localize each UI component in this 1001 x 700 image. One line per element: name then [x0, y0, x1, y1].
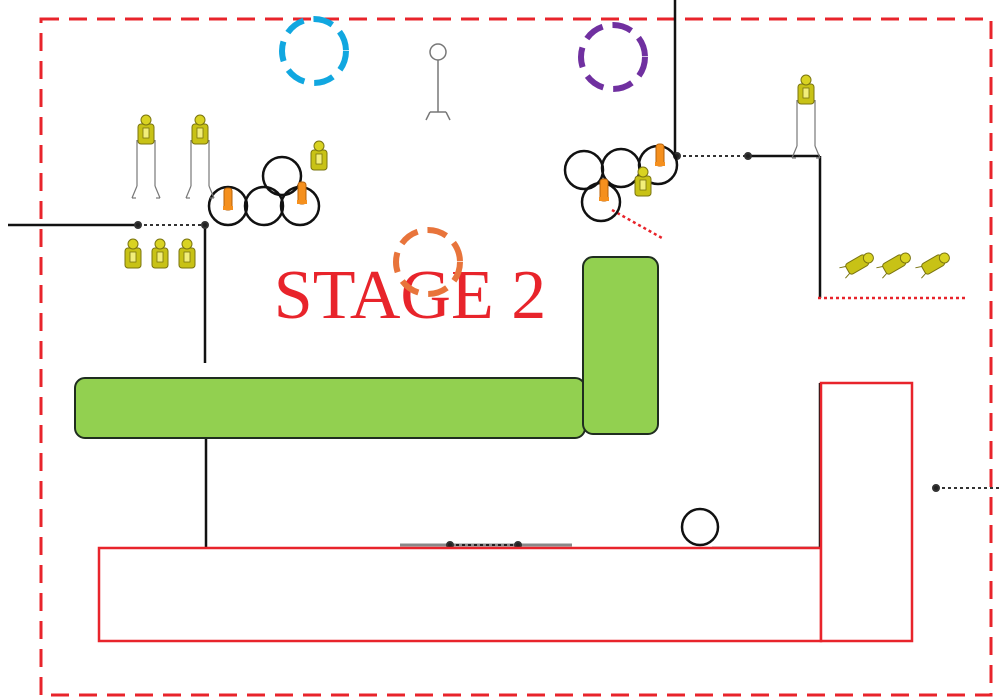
stool-icon: [131, 99, 821, 199]
doorways: [134, 152, 1001, 549]
purple-marker: [578, 22, 648, 92]
counter-bottom: [97, 546, 823, 643]
stage-boundary: [39, 17, 993, 697]
green-table-long: [74, 377, 586, 439]
orange-marker: [393, 227, 463, 297]
person-lying-icon: [838, 249, 953, 279]
stool-icon: [425, 43, 451, 121]
person-standing-icon: [222, 143, 666, 211]
person-standing-icon: [124, 74, 815, 269]
blue-marker: [279, 16, 349, 86]
counter-right: [819, 381, 914, 643]
stage-title: STAGE 2: [274, 257, 546, 334]
green-table-vertical: [582, 256, 659, 435]
red-dotted-edge: [611, 208, 663, 240]
